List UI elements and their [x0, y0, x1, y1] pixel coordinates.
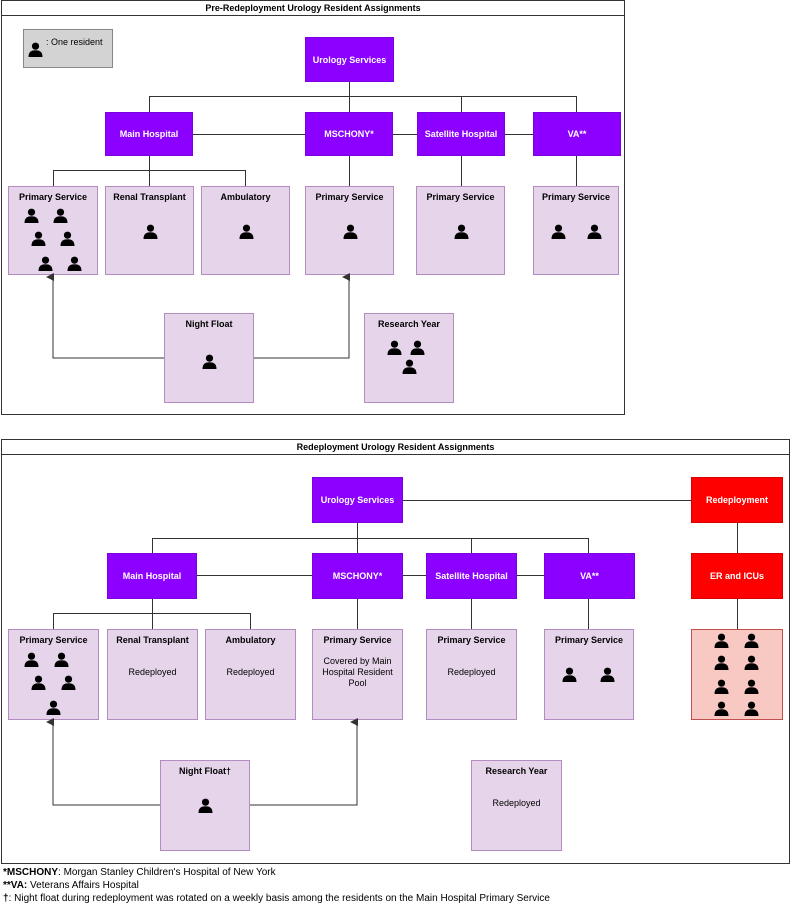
footnote-night-float: †: Night float during redeployment was r…: [3, 893, 550, 904]
person-icon: [714, 633, 729, 648]
person-icon: [744, 655, 759, 670]
person-icon: [587, 224, 602, 239]
person-icon: [239, 224, 254, 239]
top-service-box: Primary Service: [533, 186, 619, 275]
person-icon: [24, 652, 39, 667]
pre-redeployment-panel: Pre-Redeployment Urology Resident Assign…: [1, 0, 625, 415]
top-site-mschony: MSCHONY*: [305, 112, 393, 156]
service-label: Primary Service: [437, 635, 506, 645]
research-label: Research Year: [485, 766, 548, 776]
person-icon: [454, 224, 469, 239]
person-icon: [54, 652, 69, 667]
bottom-service-box: Primary Service Covered by Main Hospital…: [312, 629, 403, 720]
person-icon: [67, 256, 82, 271]
footnote-mschony: *MSCHONY: Morgan Stanley Children's Hosp…: [3, 867, 276, 878]
service-label: Ambulatory: [225, 635, 276, 645]
bottom-site-main-hospital: Main Hospital: [107, 553, 197, 599]
footnote-va: **VA: Veterans Affairs Hospital: [3, 880, 139, 891]
person-icon: [744, 679, 759, 694]
er-icu-box: ER and ICUs: [691, 553, 783, 599]
service-label: Primary Service: [18, 192, 88, 202]
person-icon: [410, 340, 425, 355]
bottom-root-box: Urology Services: [312, 477, 403, 523]
bottom-night-float-box: Night Float†: [160, 760, 250, 851]
top-research-box: Research Year: [364, 313, 454, 403]
person-icon: [402, 359, 417, 374]
night-float-label: Night Float: [185, 319, 233, 329]
person-icon: [744, 701, 759, 716]
bottom-site-satellite: Satellite Hospital: [426, 553, 517, 599]
research-note: Redeployed: [492, 798, 541, 808]
person-icon: [31, 231, 46, 246]
person-icon: [143, 224, 158, 239]
person-icon: [31, 675, 46, 690]
person-icon: [387, 340, 402, 355]
person-icon: [60, 231, 75, 246]
service-label: Primary Service: [315, 192, 384, 202]
person-icon: [551, 224, 566, 239]
top-site-va: VA**: [533, 112, 621, 156]
legend: : One resident: [23, 29, 113, 68]
person-icon: [28, 42, 43, 57]
redeployment-panel: Redeployment Urology Resident Assignment…: [1, 439, 790, 864]
service-note: Redeployed: [226, 667, 275, 677]
person-icon: [53, 208, 68, 223]
service-note: Redeployed: [447, 667, 496, 677]
service-label: Primary Service: [541, 192, 611, 202]
service-label: Primary Service: [554, 635, 624, 645]
service-label: Renal Transplant: [116, 635, 189, 645]
top-service-box: Renal Transplant: [105, 186, 194, 275]
top-root-box: Urology Services: [305, 37, 394, 82]
bottom-service-box: Renal Transplant Redeployed: [107, 629, 198, 720]
top-service-box: Primary Service: [416, 186, 505, 275]
night-float-label: Night Float†: [179, 766, 231, 776]
person-icon: [714, 701, 729, 716]
bottom-research-box: Research Year Redeployed: [471, 760, 562, 851]
panel-title: Redeployment Urology Resident Assignment…: [2, 440, 789, 455]
bottom-site-mschony: MSCHONY*: [312, 553, 403, 599]
service-note: Covered by Main Hospital Resident Pool: [322, 656, 393, 688]
person-icon: [24, 208, 39, 223]
service-label: Primary Service: [323, 635, 392, 645]
person-icon: [198, 798, 213, 813]
service-note: Redeployed: [128, 667, 177, 677]
bottom-service-box: Primary Service Redeployed: [426, 629, 517, 720]
bottom-site-va: VA**: [544, 553, 635, 599]
er-icu-residents-box: [691, 629, 783, 720]
top-service-box: Ambulatory: [201, 186, 290, 275]
top-site-main-hospital: Main Hospital: [105, 112, 193, 156]
bottom-service-box: Primary Service: [544, 629, 634, 720]
top-service-box: Primary Service: [305, 186, 394, 275]
top-site-satellite: Satellite Hospital: [417, 112, 505, 156]
person-icon: [714, 679, 729, 694]
person-icon: [600, 667, 615, 682]
redeployment-box: Redeployment: [691, 477, 783, 523]
service-label: Primary Service: [19, 635, 88, 645]
research-label: Research Year: [378, 319, 440, 329]
person-icon: [38, 256, 53, 271]
service-label: Ambulatory: [220, 192, 271, 202]
person-icon: [714, 655, 729, 670]
service-label: Primary Service: [426, 192, 495, 202]
person-icon: [343, 224, 358, 239]
person-icon: [744, 633, 759, 648]
person-icon: [61, 675, 76, 690]
person-icon: [562, 667, 577, 682]
top-service-box: Primary Service: [8, 186, 98, 275]
person-icon: [202, 354, 217, 369]
legend-label: : One resident: [46, 37, 103, 47]
service-label: Renal Transplant: [113, 192, 186, 202]
person-icon: [46, 700, 61, 715]
panel-title: Pre-Redeployment Urology Resident Assign…: [2, 1, 624, 16]
top-night-float-box: Night Float: [164, 313, 254, 403]
bottom-service-box: Primary Service: [8, 629, 99, 720]
bottom-service-box: Ambulatory Redeployed: [205, 629, 296, 720]
